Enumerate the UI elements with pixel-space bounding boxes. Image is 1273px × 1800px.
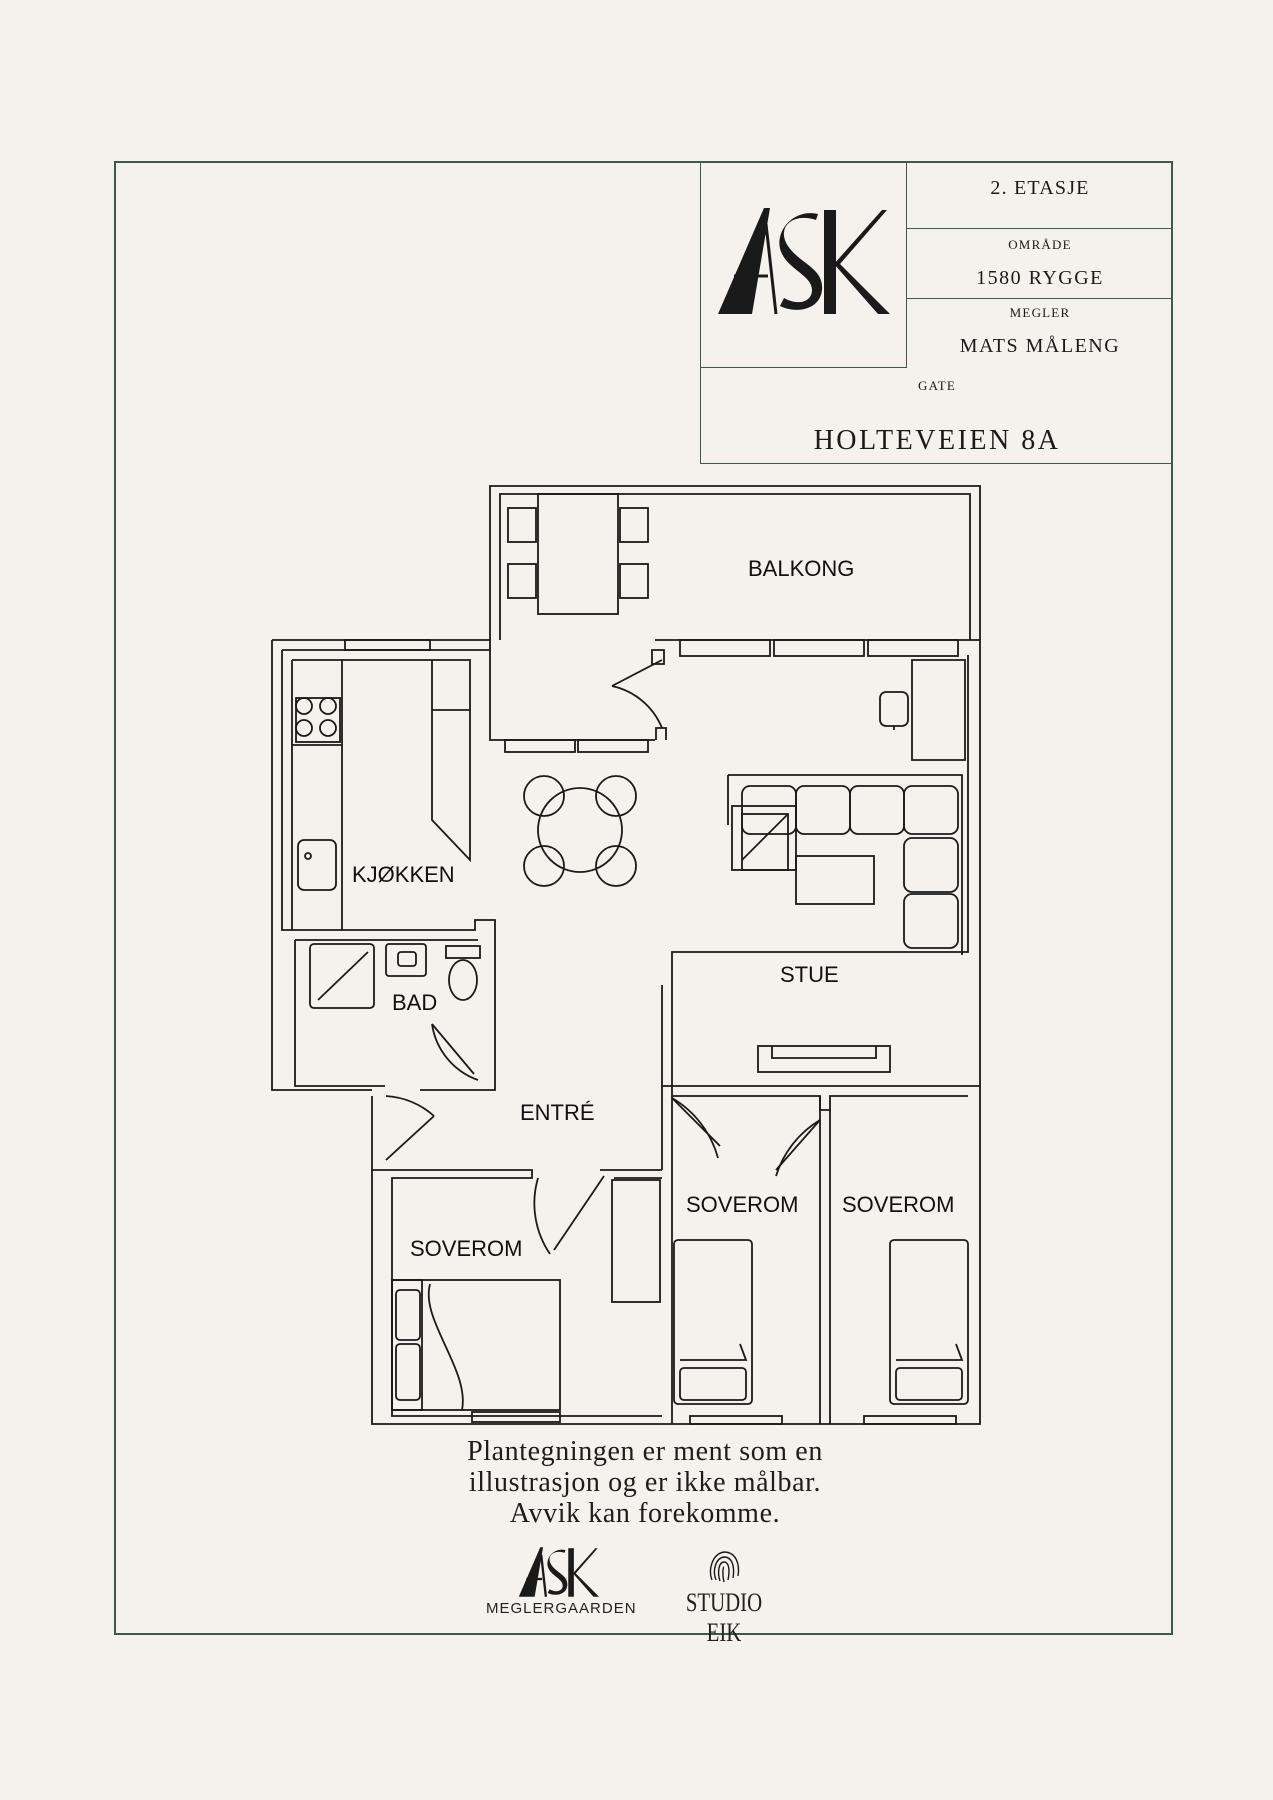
room-label-kitchen: KJØKKEN <box>352 862 455 887</box>
broker-value: MATS MÅLENG <box>959 335 1121 357</box>
room-label-bedroom-main: SOVEROM <box>410 1236 523 1261</box>
ask-footer-logo <box>518 1547 600 1597</box>
room-label-entrance: ENTRÉ <box>520 1100 595 1125</box>
room-label-living: STUE <box>780 962 839 987</box>
street-value: HOLTEVEIEN 8A <box>813 425 1061 456</box>
title-block-divider <box>907 298 1173 299</box>
title-block-logo-cell <box>701 163 907 368</box>
room-label-bathroom: BAD <box>392 990 438 1015</box>
disclaimer-line: Avvik kan forekomme. <box>509 1498 781 1529</box>
ask-footer-caption: MEGLERGAARDEN <box>486 1600 637 1617</box>
street-label: GATE <box>917 378 957 393</box>
studio-footer-caption: STUDIO EIK <box>685 1588 763 1647</box>
disclaimer-line: illustrasjon og er ikke målbar. <box>468 1467 822 1498</box>
title-block: 2. ETASJE OMRÅDE 1580 RYGGE MEGLER MATS … <box>700 163 1173 464</box>
room-label-bedroom-2: SOVEROM <box>686 1192 799 1217</box>
disclaimer-line: Plantegningen er ment som en <box>467 1436 823 1467</box>
room-label-balcony: BALKONG <box>748 556 855 581</box>
floor-label: 2. ETASJE <box>990 177 1090 199</box>
area-value: 1580 RYGGE <box>976 267 1104 289</box>
area-label: OMRÅDE <box>1008 237 1072 252</box>
fingerprint-icon <box>709 1551 740 1583</box>
broker-label: MEGLER <box>1009 305 1071 320</box>
room-label-bedroom-3: SOVEROM <box>842 1192 955 1217</box>
title-block-divider <box>907 228 1173 229</box>
ask-logo <box>718 208 890 315</box>
disclaimer: Plantegningen er ment som en illustrasjo… <box>390 1436 900 1529</box>
sheet-frame <box>114 161 1173 1635</box>
